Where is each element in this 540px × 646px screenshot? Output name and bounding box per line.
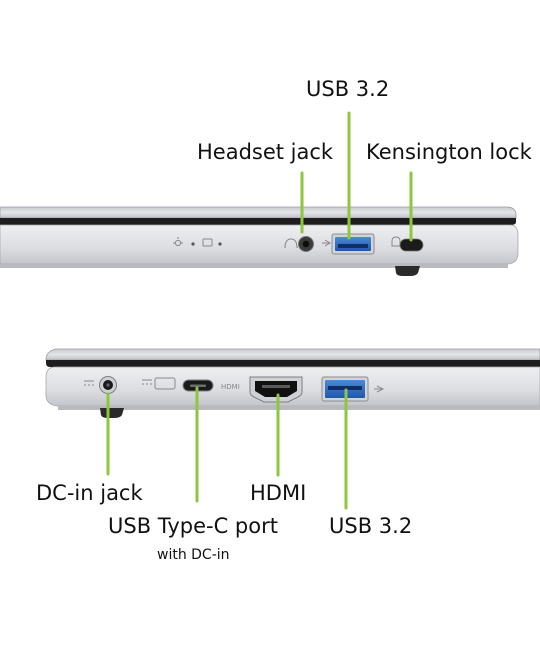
label-usb-bottom: USB 3.2 <box>329 514 413 538</box>
hdmi-port: HDMI <box>221 376 303 403</box>
battery-led-icon <box>218 242 222 246</box>
usb-c-dc-icon <box>142 377 176 390</box>
top-seam <box>0 218 516 225</box>
battery-indicator-icon <box>202 238 213 247</box>
headset-icon <box>284 238 298 249</box>
leader-lines <box>106 111 413 510</box>
label-hdmi: HDMI <box>250 481 307 505</box>
headset-jack <box>284 236 314 252</box>
bottom-base-edge <box>58 406 540 410</box>
usb-port-top <box>322 233 375 255</box>
label-usb-top: USB 3.2 <box>306 77 390 101</box>
bottom-seam <box>46 360 540 367</box>
power-indicator-icon <box>174 239 182 247</box>
label-usb-type-c: USB Type-C port <box>108 514 278 538</box>
top-rubber-foot <box>395 266 420 276</box>
dc-icon <box>84 380 94 386</box>
laptop-right-side <box>0 206 519 276</box>
dc-in-jack <box>84 376 117 394</box>
label-dc-in-jack: DC-in jack <box>36 481 143 505</box>
usb-ss-icon <box>322 239 331 247</box>
hdmi-port-marking: HDMI <box>221 383 240 391</box>
laptop-left-side: HDMI <box>45 348 540 418</box>
bottom-rubber-foot <box>100 408 124 418</box>
power-led-icon <box>191 242 195 246</box>
status-indicator-icons <box>173 237 222 247</box>
top-base <box>0 224 519 265</box>
top-lid <box>0 206 517 219</box>
label-usb-type-c-subtitle: with DC-in <box>157 547 230 563</box>
lock-icon <box>391 236 401 247</box>
bottom-lid <box>45 348 540 361</box>
usb-ss-icon-bottom <box>374 385 385 393</box>
label-headset-jack: Headset jack <box>197 140 334 164</box>
label-kensington-lock: Kensington lock <box>366 140 532 164</box>
top-base-edge <box>0 264 508 268</box>
